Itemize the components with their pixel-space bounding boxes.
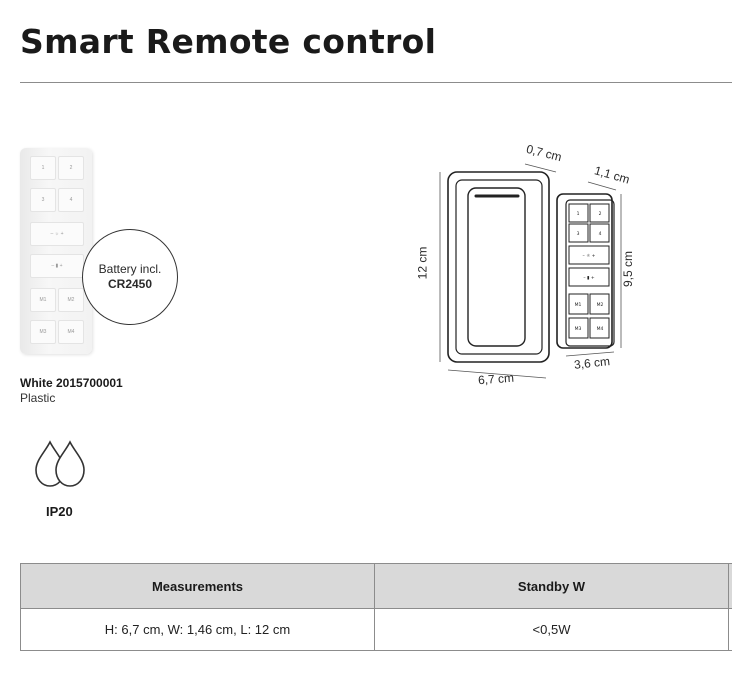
holder-width-label: 6,7 cm	[477, 370, 515, 388]
svg-text:4: 4	[599, 231, 602, 237]
remote-product-image: 1 2 3 4 – ☼ + – ▮ + M1 M2 M3 M4	[20, 148, 92, 354]
remote-button: 2	[58, 156, 84, 180]
title-divider	[20, 82, 732, 83]
dimension-lines: 1 2 3 4 – ☼ + – ▮ + M1 M2 M3 M4	[439, 163, 622, 379]
svg-text:– ▮ +: – ▮ +	[583, 275, 595, 281]
remote-button: M4	[58, 320, 84, 344]
remote-button: M1	[30, 288, 56, 312]
remote-body	[20, 148, 92, 354]
clipped-column	[728, 563, 732, 609]
page-title: Smart Remote control	[20, 22, 437, 61]
svg-text:M2: M2	[597, 302, 604, 308]
standby-cell: <0,5W	[374, 608, 729, 651]
svg-text:M1: M1	[575, 302, 582, 308]
svg-text:2: 2	[599, 211, 602, 217]
battery-badge: Battery incl. CR2450	[82, 229, 178, 325]
spec-table: Measurements Standby W H: 6,7 cm, W: 1,4…	[20, 563, 732, 651]
svg-text:1: 1	[577, 211, 580, 217]
remote-button: 1	[30, 156, 56, 180]
column-header-standby: Standby W	[374, 563, 729, 609]
water-drops-icon	[35, 440, 85, 487]
battery-model: CR2450	[107, 277, 153, 291]
remote-button: 3	[30, 188, 56, 212]
svg-text:M4: M4	[597, 326, 604, 332]
product-material: Plastic	[20, 391, 56, 405]
ip-rating-label: IP20	[46, 504, 73, 519]
remote-height-label: 9,5 cm	[621, 250, 636, 288]
column-header-measurements: Measurements	[20, 563, 375, 609]
svg-text:– ☼ +: – ☼ +	[583, 253, 596, 259]
remote-button: M3	[30, 320, 56, 344]
table-row: H: 6,7 cm, W: 1,46 cm, L: 12 cm <0,5W	[20, 608, 732, 651]
holder-height-label: 12 cm	[415, 246, 430, 280]
product-variant: White 2015700001	[20, 376, 123, 390]
remote-brightness-button: – ☼ +	[30, 222, 84, 246]
remote-button: M2	[58, 288, 84, 312]
remote-temperature-button: – ▮ +	[30, 254, 84, 278]
remote-button: 4	[58, 188, 84, 212]
table-header-row: Measurements Standby W	[20, 563, 732, 609]
svg-text:3: 3	[577, 231, 580, 237]
clipped-cell	[728, 608, 732, 651]
battery-text: Battery incl.	[98, 262, 162, 276]
measurements-cell: H: 6,7 cm, W: 1,46 cm, L: 12 cm	[20, 608, 375, 651]
svg-text:M3: M3	[575, 326, 582, 332]
